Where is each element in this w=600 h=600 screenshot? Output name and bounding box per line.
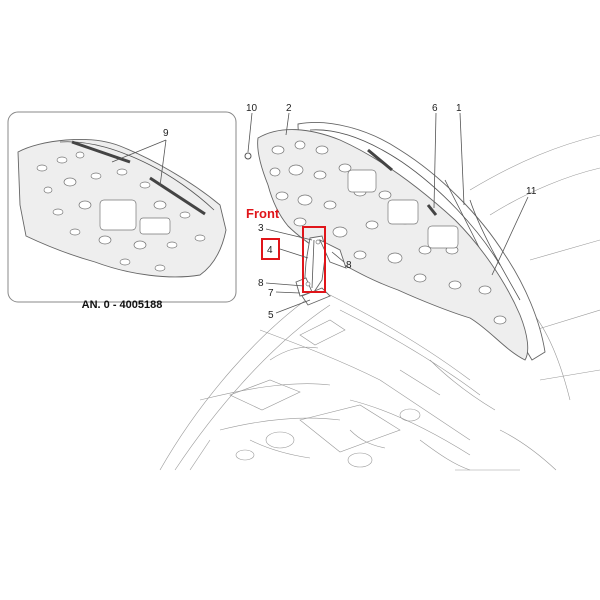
callout-2: 2 <box>286 103 292 114</box>
callout-1: 1 <box>456 103 462 114</box>
callout-8: 8 <box>258 278 264 289</box>
callout-4-box <box>261 238 280 260</box>
strut-highlight-box <box>302 226 326 293</box>
inset-panel: 9 AN. 0 - 4005188 <box>7 111 237 311</box>
car-body-lineart <box>159 134 600 471</box>
callout-10: 10 <box>246 103 258 114</box>
front-label: Front <box>246 206 280 221</box>
inset-seal-strip-b <box>149 176 206 216</box>
callout-3: 3 <box>258 223 264 234</box>
callout-8b: 8 <box>346 260 352 271</box>
gas-strut-assembly <box>295 226 347 306</box>
pad-hole-pattern <box>269 140 507 325</box>
callout-5: 5 <box>268 310 274 321</box>
inset-hole-pattern <box>36 151 206 272</box>
insulation-pad <box>257 129 529 361</box>
callout-9: 9 <box>163 128 169 139</box>
callout-11: 11 <box>526 186 537 197</box>
inset-caption: AN. 0 - 4005188 <box>82 299 163 311</box>
hood-seal-strip <box>367 148 393 172</box>
callout-4: 4 <box>267 245 273 256</box>
bolt-10 <box>244 152 252 160</box>
callout-7: 7 <box>268 288 274 299</box>
inset-pad-edge <box>59 141 215 211</box>
leader-lines <box>247 112 529 314</box>
callout-6: 6 <box>432 103 438 114</box>
hood-clip-6 <box>426 204 438 216</box>
